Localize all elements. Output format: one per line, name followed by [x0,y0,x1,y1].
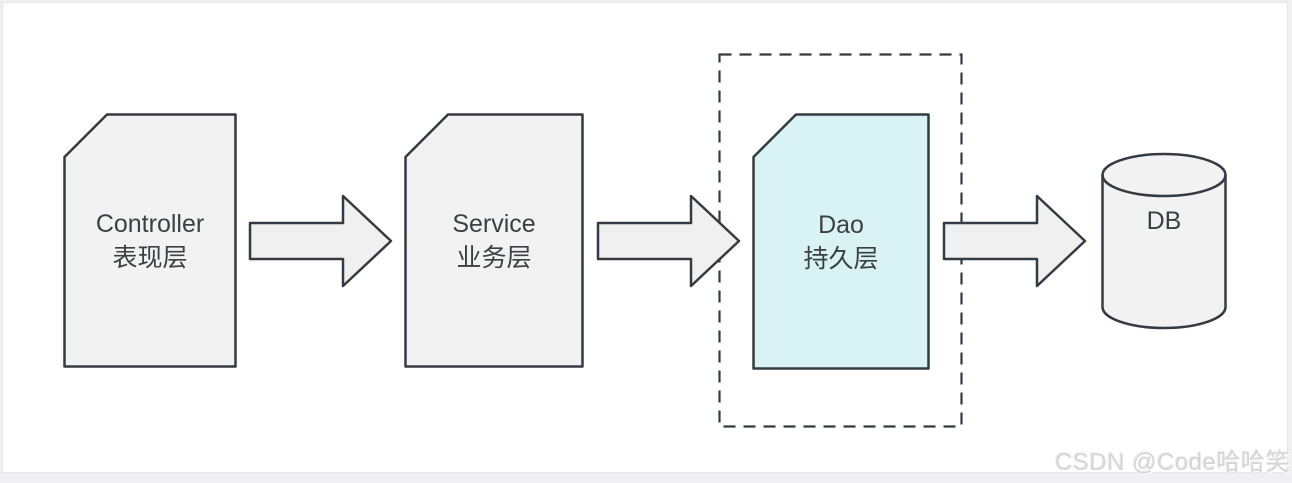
node-db: DB [1101,152,1227,330]
watermark: CSDN @Code哈哈笑 [1055,449,1290,476]
node-dao: Dao 持久层 [752,113,930,370]
node-controller: Controller 表现层 [63,113,237,368]
database-cylinder-icon [1101,152,1227,330]
arrow-dao-to-db [942,194,1087,288]
arrow-controller-to-service [248,194,393,288]
arrow-service-to-dao [596,194,741,288]
node-service: Service 业务层 [404,113,584,368]
document-shape [404,113,584,368]
document-shape [63,113,237,368]
document-shape [752,113,930,370]
